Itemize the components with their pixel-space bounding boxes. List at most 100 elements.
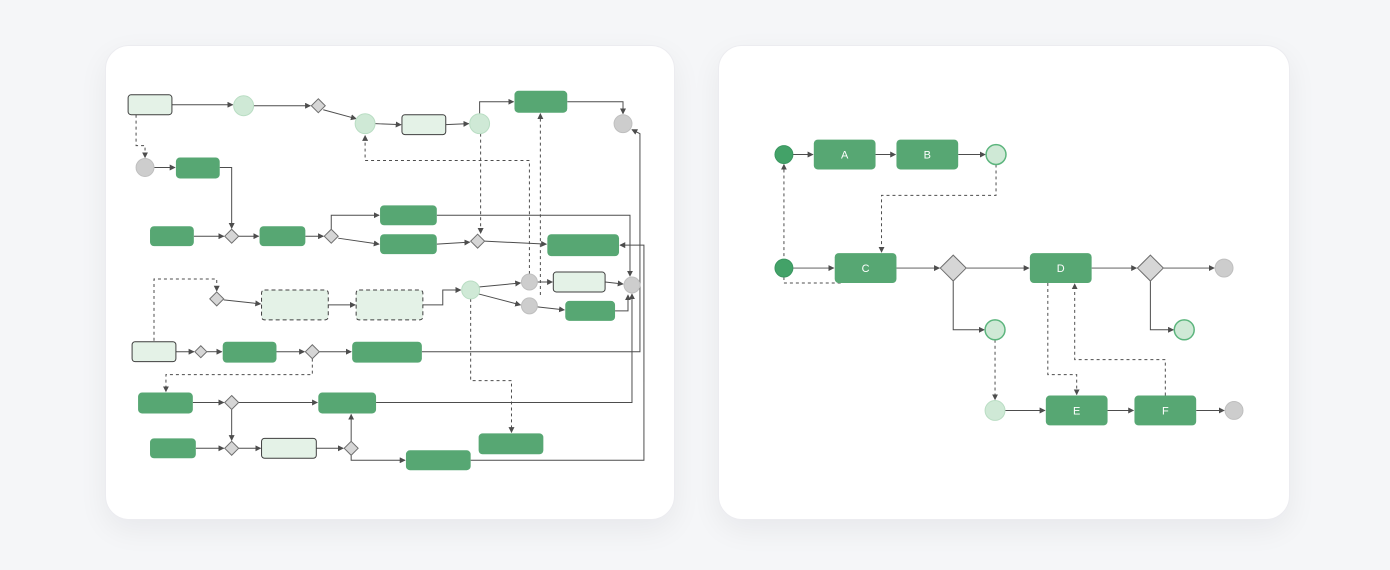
right-diagram-card: A B C D E F xyxy=(718,45,1290,520)
task-node xyxy=(138,392,193,414)
message-flow-edge xyxy=(1071,283,1166,396)
end-event-gray xyxy=(623,276,641,294)
end-event-gray xyxy=(520,297,538,315)
gateway-node xyxy=(223,228,240,244)
sequence-flow-edge xyxy=(338,237,380,247)
gateway-node xyxy=(223,394,240,411)
task-label: E xyxy=(1073,405,1080,417)
end-event-gray xyxy=(1224,400,1244,420)
light-task-node xyxy=(131,341,177,363)
task-node xyxy=(380,234,437,255)
sequence-flow-edge xyxy=(375,121,402,128)
sequence-flow-edge xyxy=(1149,281,1175,333)
dashed-task-node xyxy=(261,289,329,321)
light-task-node xyxy=(401,114,447,136)
message-flow-edge xyxy=(1047,282,1080,396)
sequence-flow-edge xyxy=(323,109,357,121)
sequence-flow-edge xyxy=(537,306,566,313)
task-node xyxy=(259,226,306,247)
end-event xyxy=(984,319,1006,341)
task-node-a xyxy=(813,139,876,170)
light-task-node xyxy=(261,437,317,459)
task-node xyxy=(175,157,220,179)
sequence-flow-edge xyxy=(484,240,548,247)
light-task-node xyxy=(127,94,173,116)
gateway-node xyxy=(939,254,967,282)
task-node xyxy=(352,341,422,363)
left-diagram-card xyxy=(105,45,675,520)
intermediate-event xyxy=(354,113,376,135)
sequence-flow-edge xyxy=(478,280,522,288)
start-event xyxy=(774,258,794,278)
task-node xyxy=(150,438,196,459)
light-task-node xyxy=(552,271,606,293)
sequence-flow-edge xyxy=(421,129,641,353)
message-flow-edge xyxy=(362,134,530,275)
sequence-flow-edge xyxy=(567,101,627,115)
gateway-node xyxy=(223,440,240,456)
message-flow-edge xyxy=(780,163,841,284)
message-flow-edge xyxy=(135,114,149,159)
task-label: C xyxy=(862,263,870,275)
end-event-gray xyxy=(1214,258,1234,278)
task-node xyxy=(478,433,544,455)
sequence-flow-edge xyxy=(219,166,235,229)
task-label: D xyxy=(1057,263,1065,275)
message-flow-edge xyxy=(153,278,220,341)
message-flow-edge xyxy=(162,358,313,393)
task-node xyxy=(222,341,277,363)
sequence-flow-edge xyxy=(436,214,633,277)
sequence-flow-edge xyxy=(445,120,470,127)
gateway-node xyxy=(194,345,208,359)
task-node-d xyxy=(1029,253,1092,283)
gateway-node xyxy=(1136,254,1165,282)
task-node-e xyxy=(1045,395,1108,426)
gateway-node xyxy=(343,440,359,456)
task-node xyxy=(514,90,568,113)
message-flow-edge xyxy=(470,298,515,434)
gateway-node xyxy=(304,344,321,360)
start-event xyxy=(774,145,794,165)
message-flow-edge xyxy=(878,164,997,253)
task-node-f xyxy=(1134,395,1197,426)
task-label: B xyxy=(924,150,931,162)
sequence-flow-edge xyxy=(223,299,262,307)
sequence-flow-edge xyxy=(470,242,645,461)
task-node xyxy=(547,234,620,257)
task-node xyxy=(150,226,194,247)
sequence-flow-edge xyxy=(330,212,380,230)
task-node xyxy=(405,450,471,471)
task-node-c xyxy=(834,253,897,283)
end-event xyxy=(1173,319,1195,341)
gateway-node xyxy=(323,228,339,244)
task-node xyxy=(380,205,437,226)
task-label: A xyxy=(841,150,849,162)
intermediate-event xyxy=(233,95,255,117)
sequence-flow-edge xyxy=(952,281,985,333)
dashed-task-node xyxy=(355,289,424,321)
intermediate-event xyxy=(469,113,491,135)
task-node-b xyxy=(896,139,959,170)
intermediate-event xyxy=(461,280,481,300)
task-node xyxy=(565,300,616,321)
gateway-node xyxy=(469,233,486,249)
sequence-flow-edge xyxy=(615,294,631,312)
end-event-gray xyxy=(135,158,155,177)
gateway-node xyxy=(209,291,225,307)
task-node xyxy=(318,392,377,414)
end-event xyxy=(985,143,1007,166)
task-label: F xyxy=(1162,405,1169,417)
end-event-gray xyxy=(613,114,633,134)
right-diagram-canvas: A B C D E F xyxy=(774,139,1244,426)
sequence-flow-edge xyxy=(350,455,406,464)
sequence-flow-edge xyxy=(422,286,462,306)
left-diagram-canvas xyxy=(127,90,645,471)
sequence-flow-edge xyxy=(436,239,471,246)
intermediate-event xyxy=(984,400,1006,421)
gateway-node xyxy=(310,98,326,114)
sequence-flow-edge xyxy=(605,280,624,287)
sequence-flow-edge xyxy=(479,98,515,114)
end-event-gray xyxy=(520,273,538,291)
sequence-flow-edge xyxy=(478,293,522,307)
